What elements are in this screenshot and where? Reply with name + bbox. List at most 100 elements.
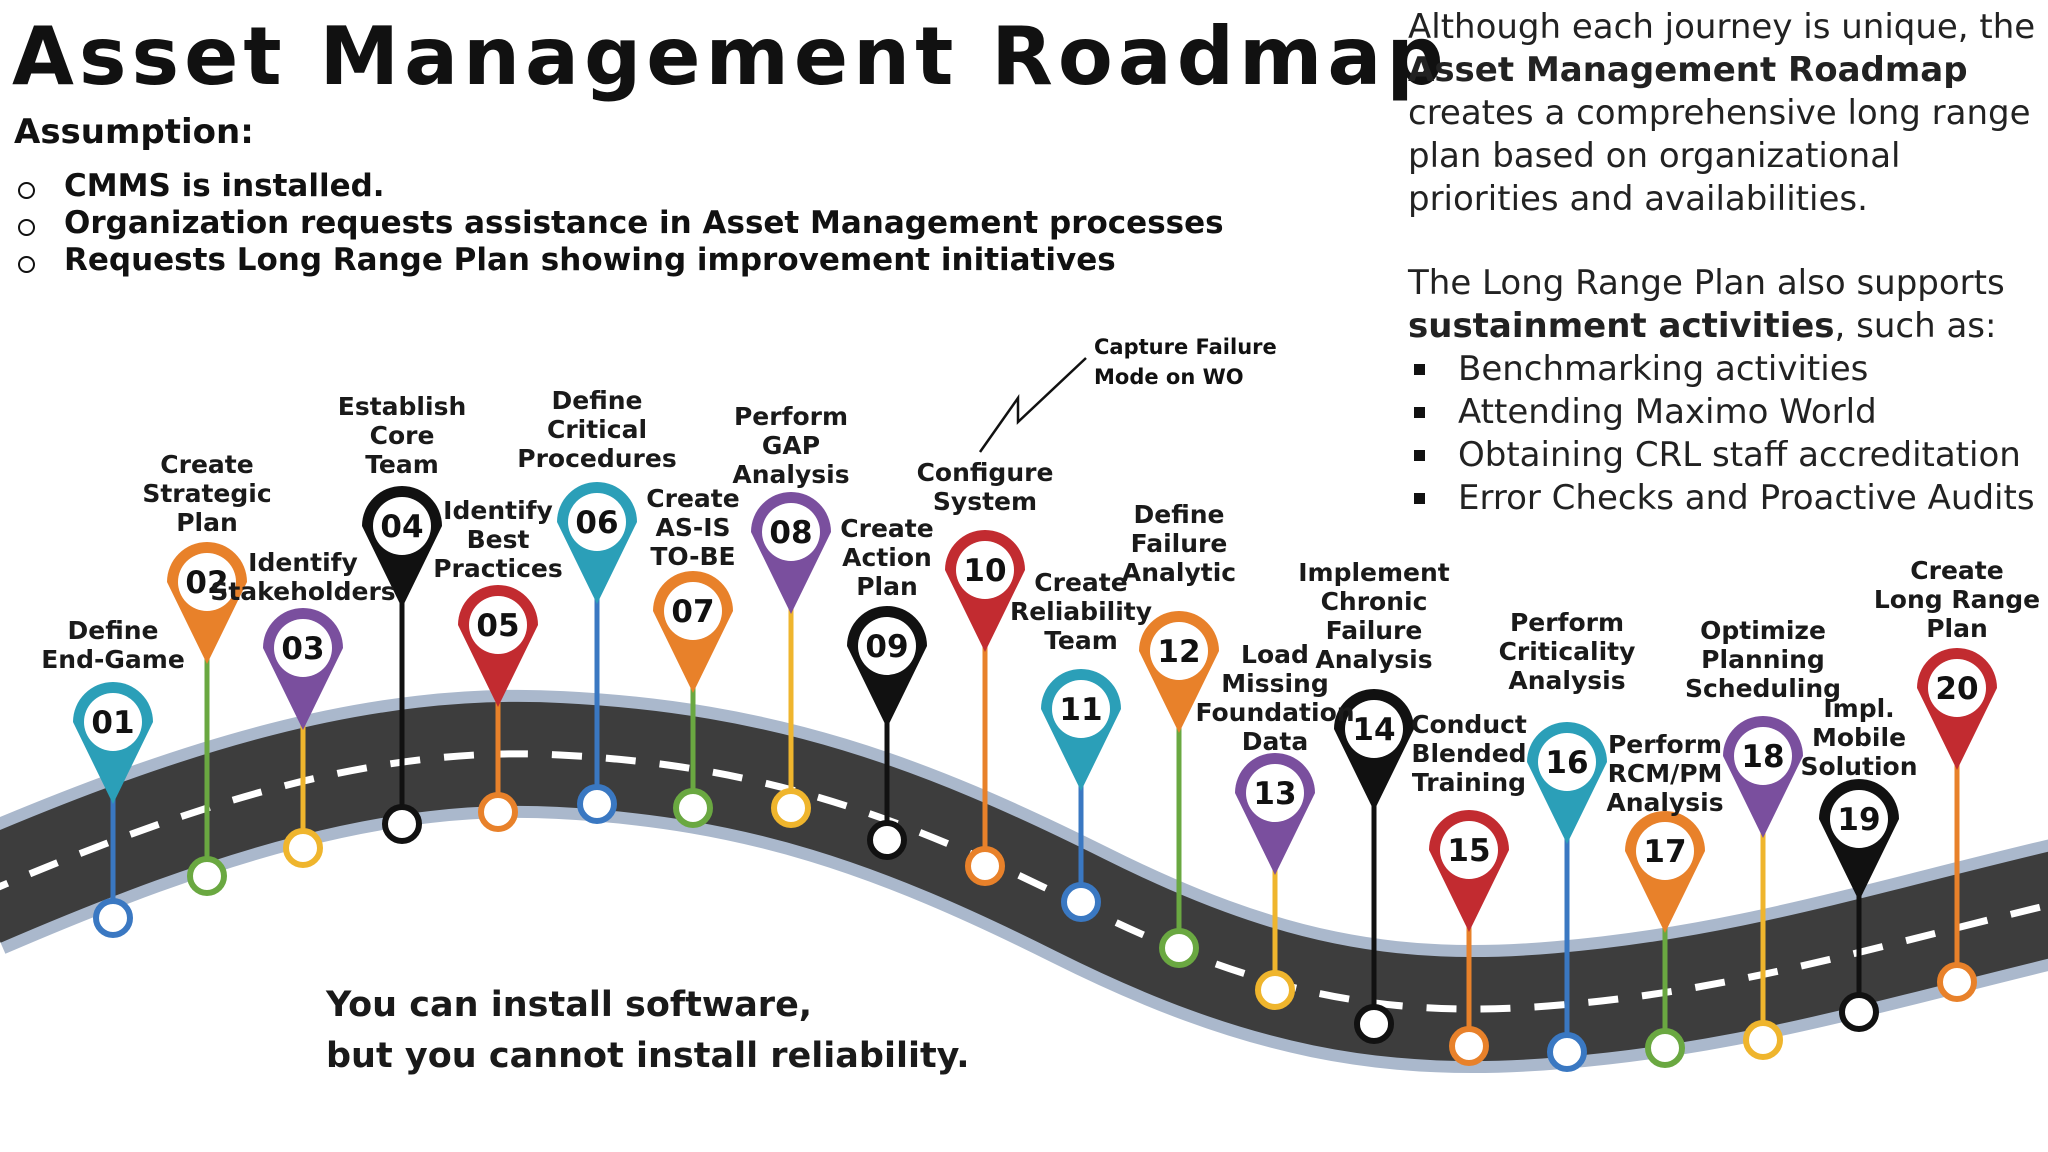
pin-base-ring [1159,928,1199,968]
pin-base-ring [1255,970,1295,1010]
milestone-label-20: Create Long Range Plan [1873,556,2041,643]
pin-base-ring [283,828,323,868]
milestone-label-17: Perform RCM/PM Analysis [1606,730,1724,817]
pin-base-ring [1839,992,1879,1032]
milestone-pin-13: 13 [1235,753,1315,1010]
pin-base-ring [1937,962,1977,1002]
callout-connector [978,357,1087,453]
milestone-pin-14: 14 [1334,689,1414,1044]
pin-head-inner [1928,659,1986,717]
pin-number: 04 [380,509,423,545]
assumption-list: CMMS is installed. Organization requests… [14,168,1224,279]
milestone-pin-08: 08 [751,492,831,828]
pin-number: 19 [1837,802,1880,838]
pin-head-inner [1052,680,1110,738]
pin-number: 13 [1253,776,1296,812]
milestone-label-11: Create Reliability Team [1009,568,1153,655]
pin-base-ring [965,846,1005,886]
pin-number: 17 [1643,834,1686,870]
pin-head-inner [469,596,527,654]
pin-base-ring [1061,882,1101,922]
sustainment-text-bold: sustainment activities [1408,306,1835,346]
milestone-label-16: Perform Criticality Analysis [1498,608,1636,695]
milestone-pin-06: 06 [557,482,637,824]
intro-text-post: creates a comprehensive long range plan … [1408,93,2031,219]
pin-base-ring [1449,1026,1489,1066]
milestone-label-15: Conduct Blended Training [1411,710,1527,797]
sustainment-text-post: , such as: [1834,306,1997,346]
pin-number: 12 [1157,634,1200,670]
milestone-label-05: Identify Best Practices [433,496,563,583]
pin-head-inner [1246,764,1304,822]
milestone-label-04: Establish Core Team [337,392,467,479]
sustainment-text-pre: The Long Range Plan also supports [1408,263,2005,303]
pin-base-ring [478,792,518,832]
pin-base-ring [1743,1020,1783,1060]
pin-base-ring [187,856,227,896]
milestone-label-09: Create Action Plan [840,514,934,601]
pin-number: 05 [476,608,519,644]
pin-head-inner [568,493,626,551]
milestone-label-03: Identify Stakeholders [210,548,396,606]
page-title: Asset Management Roadmap [12,10,1449,103]
pin-head-inner [1734,727,1792,785]
pin-base-ring [1645,1028,1685,1068]
pin-number: 01 [91,705,134,741]
milestone-label-19: Impl. Mobile Solution [1800,694,1918,781]
sustainment-list: Benchmarking activities Attending Maximo… [1408,348,2035,520]
milestone-pin-20: 20 [1917,648,1997,1002]
assumption-item: Requests Long Range Plan showing improve… [14,242,1224,279]
milestone-pin-09: 09 [847,606,927,860]
milestone-label-06: Define Critical Procedures [517,386,677,473]
pin-head-inner [1636,822,1694,880]
intro-text-pre: Although each journey is unique, the [1408,7,2036,47]
pin-head-inner [956,541,1014,599]
milestone-pin-15: 15 [1429,810,1509,1066]
pin-head-inner [1345,700,1403,758]
pin-base-ring [382,804,422,844]
pin-head-inner [1830,790,1888,848]
milestone-pin-03: 03 [263,607,344,868]
milestone-label-10: Configure System [916,458,1054,516]
milestone-pin-07: 07 [653,571,733,828]
pin-head-inner [762,503,820,561]
milestone-pin-17: 17 [1625,811,1705,1068]
pin-head-inner [373,497,431,555]
milestone-label-18: Optimize Planning Scheduling [1684,616,1842,703]
pin-head-inner [1440,821,1498,879]
assumption-heading: Assumption: [14,112,254,152]
milestone-pin-11: 11 [1041,669,1121,922]
sustainment-item: Obtaining CRL staff accreditation [1408,434,2035,477]
intro-text-bold: Asset Management Roadmap [1408,50,1968,90]
assumption-item: CMMS is installed. [14,168,1224,205]
pin-number: 15 [1447,833,1490,869]
milestone-pin-16: 16 [1527,722,1607,1072]
milestone-label-13: Load Missing Foundation Data [1195,640,1355,756]
pin-number: 02 [185,565,228,601]
pin-base-ring [1547,1032,1587,1072]
milestone-label-12: Define Failure Analytic [1121,500,1237,587]
pin-head-inner [178,553,236,611]
pin-head-inner [858,617,916,675]
pin-base-ring [867,820,907,860]
sustainment-item: Error Checks and Proactive Audits [1408,477,2035,520]
milestone-pin-05: 05 [458,585,538,832]
pin-head-inner [274,619,332,677]
pin-number: 20 [1935,671,1978,707]
milestone-label-02: Create Strategic Plan [142,450,272,537]
pin-number: 06 [575,505,618,541]
pin-head-inner [664,582,722,640]
milestone-label-14: Implement Chronic Failure Analysis [1298,558,1450,674]
pin-number: 10 [963,553,1006,589]
milestone-label-07: Create AS-IS TO-BE [646,484,740,571]
pin-number: 14 [1352,712,1395,748]
callout-note: Capture Failure Mode on WO [1094,335,1277,389]
milestone-pin-04: 04 [362,486,442,844]
pin-number: 09 [865,629,908,665]
pin-base-ring [93,898,133,938]
pin-number: 18 [1741,739,1784,775]
milestone-label-08: Perform GAP Analysis [732,402,850,489]
